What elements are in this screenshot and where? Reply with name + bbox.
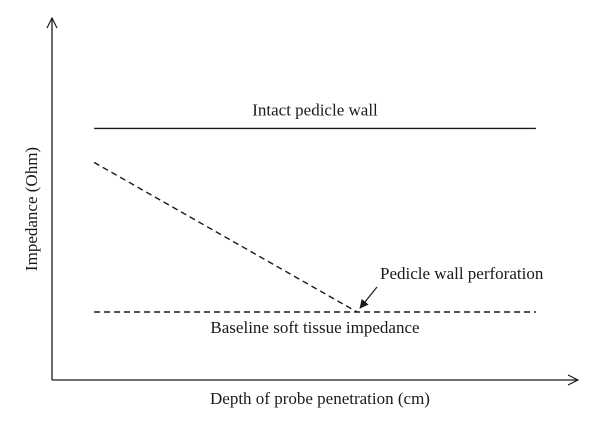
series-line-perforation-trend bbox=[93, 161, 358, 313]
intact-wall-label: Intact pedicle wall bbox=[252, 100, 378, 119]
baseline-label: Baseline soft tissue impedance bbox=[210, 318, 419, 337]
perforation-annotation: Pedicle wall perforation bbox=[380, 264, 544, 283]
y-axis-label: Impedance (Ohm) bbox=[22, 147, 41, 271]
perforation-arrow bbox=[359, 286, 378, 309]
x-axis-label: Depth of probe penetration (cm) bbox=[210, 389, 430, 408]
